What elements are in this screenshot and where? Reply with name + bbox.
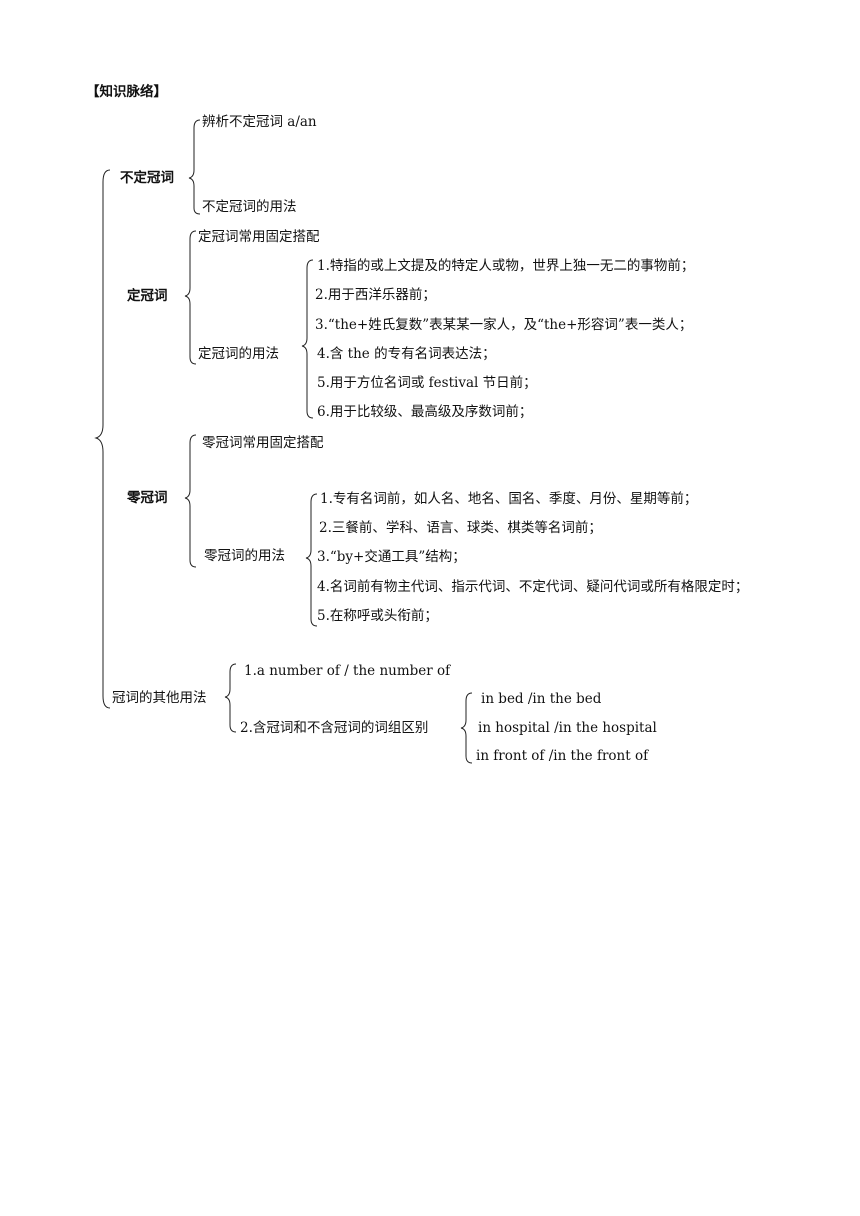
definite-item-2: 定冠词的用法 [198,346,279,362]
zero-usage-5: 5.在称呼或头衔前； [317,608,438,624]
indefinite-item-1: 辨析不定冠词 a/an [202,114,317,130]
pairs-brace [460,692,473,764]
definite-usage-2: 2.用于西洋乐器前； [315,287,436,303]
definite-label: 定冠词 [127,288,168,304]
pair-1: in bed /in the bed [481,691,602,707]
other-item-2: 2.含冠词和不含冠词的词组区别 [240,720,429,736]
zero-item-1: 零冠词常用固定搭配 [202,435,324,451]
indefinite-label: 不定冠词 [120,170,174,186]
page-heading: 【知识脉络】 [86,84,167,100]
zero-usage-3: 3.“by+交通工具”结构； [317,549,466,565]
indefinite-brace [188,119,201,215]
other-brace [224,663,237,733]
definite-usage-brace [301,259,314,419]
pair-3: in front of /in the front of [476,748,649,764]
definite-brace [184,230,197,365]
definite-usage-5: 5.用于方位名词或 festival 节日前； [317,375,537,391]
zero-usage-brace [305,493,318,627]
other-item-1: 1.a number of / the number of [244,663,451,679]
definite-usage-1: 1.特指的或上文提及的特定人或物，世界上独一无二的事物前； [317,258,695,274]
definite-item-1: 定冠词常用固定搭配 [198,229,320,245]
zero-item-2: 零冠词的用法 [204,548,285,564]
zero-label: 零冠词 [127,490,168,506]
zero-usage-2: 2.三餐前、学科、语言、球类、棋类等名词前； [319,520,602,536]
zero-usage-4: 4.名词前有物主代词、指示代词、不定代词、疑问代词或所有格限定时； [317,579,749,595]
pair-2: in hospital /in the hospital [478,720,657,736]
zero-usage-1: 1.专有名词前，如人名、地名、国名、季度、月份、星期等前； [320,491,698,507]
definite-usage-4: 4.含 the 的专有名词表达法； [317,346,496,362]
indefinite-item-2: 不定冠词的用法 [202,199,297,215]
root-brace [94,169,111,709]
zero-brace [184,434,197,568]
other-label: 冠词的其他用法 [112,690,207,706]
definite-usage-3: 3.“the+姓氏复数”表某某一家人，及“the+形容词”表一类人； [315,317,693,333]
definite-usage-6: 6.用于比较级、最高级及序数词前； [317,404,533,420]
